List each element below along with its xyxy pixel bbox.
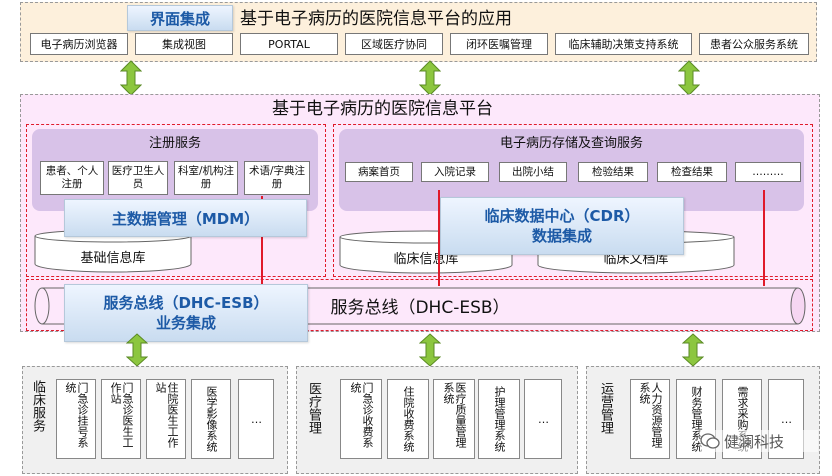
app-item-public-service: 患者公众服务系统 xyxy=(699,33,809,55)
emr-item-lab-results: 检验结果 xyxy=(578,162,648,182)
operations-management-label: 运营管理 xyxy=(598,382,613,434)
emr-item-more: ……… xyxy=(735,162,801,182)
double-arrow-icon xyxy=(419,333,441,367)
service-bus-label: 服务总线（DHC-ESB） xyxy=(330,297,510,318)
app-item-closed-loop-orders: 闭环医嘱管理 xyxy=(450,33,548,55)
app-item-regional-collab: 区域医疗协同 xyxy=(345,33,443,55)
system-inpatient-doctor-station: 住院医生工作站 xyxy=(146,379,186,459)
mdm-tag: 主数据管理（MDM） xyxy=(64,199,307,237)
clinical-services-label: 临床服务 xyxy=(30,380,45,432)
clinical-document-database-label: 临床文档库 xyxy=(603,251,669,267)
system-outpatient-doctor-station: 门急诊医生工作站 xyxy=(101,379,141,459)
registry-service-frame xyxy=(26,124,326,277)
wechat-icon xyxy=(700,433,720,449)
registry-item-staff: 医疗卫生人员 xyxy=(108,161,168,195)
service-bus-frame xyxy=(26,279,813,331)
double-arrow-icon xyxy=(678,60,700,96)
system-nursing-management: 护理管理系统 xyxy=(478,379,520,459)
medical-management-label: 医疗管理 xyxy=(306,382,321,434)
registry-service-title: 注册服务 xyxy=(148,135,201,151)
double-arrow-icon xyxy=(419,60,441,96)
cdr-tag-line1: 临床数据中心（CDR） xyxy=(484,207,640,225)
watermark: 健澜科技 xyxy=(700,430,818,452)
app-item-clinical-decision: 临床辅助决策支持系统 xyxy=(555,33,692,55)
clinical-info-database-label: 临床信息库 xyxy=(393,251,459,267)
system-outpatient-registration: 门急诊挂号系统 xyxy=(56,379,96,459)
esb-tag: 服务总线（DHC-ESB） 业务集成 xyxy=(64,284,308,342)
app-item-portal: PORTAL xyxy=(240,33,338,55)
system-inpatient-billing: 住院收费系统 xyxy=(387,379,429,459)
system-more: … xyxy=(524,379,562,459)
system-quality-management: 医疗质量管理系统 xyxy=(433,379,475,459)
system-medical-imaging: 医学影像系统 xyxy=(191,379,231,459)
app-item-integrated-view: 集成视图 xyxy=(135,33,233,55)
emr-item-front-page: 病案首页 xyxy=(345,162,413,182)
registry-item-patient: 患者、个人注册 xyxy=(40,161,104,195)
emr-item-discharge: 出院小结 xyxy=(499,162,567,182)
registry-item-terminology: 术语/字典注册 xyxy=(244,161,310,195)
system-finance-management: 财务管理系统 xyxy=(676,379,716,459)
double-arrow-icon xyxy=(126,333,148,367)
emr-item-exam-results: 检查结果 xyxy=(657,162,727,182)
emr-item-admission: 入院记录 xyxy=(421,162,489,182)
connector-line xyxy=(438,190,440,286)
base-info-database-label: 基础信息库 xyxy=(80,250,146,266)
double-arrow-icon xyxy=(682,333,704,367)
platform-title: 基于电子病历的医院信息平台 xyxy=(272,99,493,119)
connector-line xyxy=(261,196,263,286)
cdr-tag-line2: 数据集成 xyxy=(531,227,592,245)
app-item-emr-browser: 电子病历浏览器 xyxy=(30,33,128,55)
esb-tag-line1: 服务总线（DHC-ESB） xyxy=(103,294,269,312)
watermark-text: 健澜科技 xyxy=(724,432,785,451)
registry-item-dept: 科室/机构注册 xyxy=(174,161,238,195)
emr-service-frame xyxy=(333,124,813,277)
system-more: … xyxy=(238,379,274,459)
system-hr-management: 人力资源管理系统 xyxy=(630,379,670,459)
esb-tag-line2: 业务集成 xyxy=(155,314,216,332)
emr-service-title: 电子病历存储及查询服务 xyxy=(499,135,643,151)
application-layer-title: 基于电子病历的医院信息平台的应用 xyxy=(240,9,512,29)
cdr-tag: 临床数据中心（CDR） 数据集成 xyxy=(440,197,684,255)
system-outpatient-billing: 门急诊收费系统 xyxy=(340,379,382,459)
connector-line xyxy=(763,190,765,286)
interface-integration-tag: 界面集成 xyxy=(127,5,233,31)
double-arrow-icon xyxy=(120,60,142,96)
